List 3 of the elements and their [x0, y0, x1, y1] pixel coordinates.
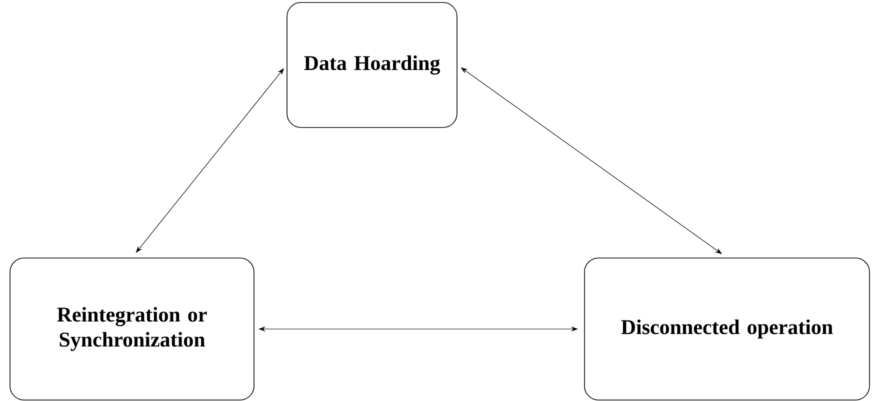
process-box: Reintegration or Synchronization	[10, 258, 254, 400]
process-box: Disconnected operation	[584, 258, 870, 400]
process-box: Data Hoarding	[286, 2, 458, 128]
